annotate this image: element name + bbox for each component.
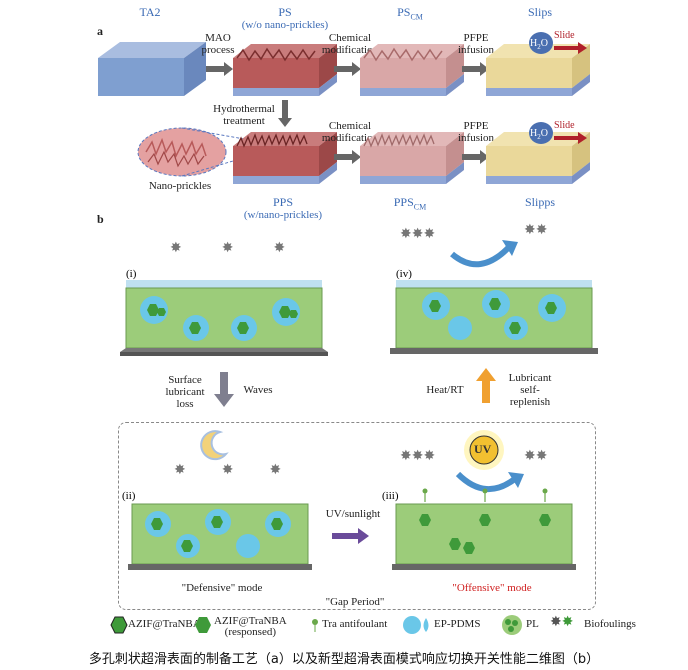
label-ps: PS (w/o nano-prickles) xyxy=(230,6,340,32)
legend-azif-label: AZIF@TraNBA xyxy=(128,618,201,630)
nano-prickles-label: Nano-prickles xyxy=(148,180,212,192)
water-drop-1 xyxy=(529,32,553,54)
h2o-o: O xyxy=(540,38,548,49)
label-pscm: PSCM xyxy=(375,6,445,23)
label-replenish: Lubricant self- replenish xyxy=(508,372,552,408)
label-ta2: TA2 xyxy=(139,5,161,19)
h2o-h: H xyxy=(530,38,538,49)
label-pps: PPS (w/nano-prickles) xyxy=(228,196,338,222)
legend-azif-icon xyxy=(110,616,128,634)
panel-b-letter: b xyxy=(97,212,104,226)
arrow-hydro xyxy=(278,100,292,127)
label-slipps: Slipps xyxy=(524,195,555,209)
arrow-uv xyxy=(332,528,369,544)
stage-ii-coating xyxy=(128,503,312,570)
stage-iii-repel-arrow xyxy=(455,471,524,493)
arrow-up-iv xyxy=(476,368,496,403)
legend-tra-icon xyxy=(312,619,318,632)
legend-epdms-icon xyxy=(403,616,429,634)
legend-bio-label: Biofoulings xyxy=(584,618,636,630)
legend-tra-label: Tra antifoulant xyxy=(322,618,388,630)
label-hydro: Hydrothermal treatment xyxy=(213,103,275,127)
h2o-o-2: O xyxy=(540,128,548,139)
ppscm-block xyxy=(360,132,464,184)
offensive-label: "Offensive" mode xyxy=(452,582,532,594)
nano-prickles-ellipse xyxy=(137,127,227,177)
slide-label-2: Slide xyxy=(554,120,575,131)
stage-i-coating xyxy=(120,280,328,356)
slide-arrow-2 xyxy=(554,132,587,144)
label-surface-loss: Surface lubricant loss xyxy=(165,374,205,410)
biofouling-cluster-iv: ✸✸✸ xyxy=(400,227,436,242)
label-heat: Heat/RT xyxy=(426,384,464,396)
slide-arrow-1 xyxy=(554,42,587,54)
label-ps-sub: (w/o nano-prickles) xyxy=(241,19,329,31)
arrow-pfpe2 xyxy=(462,150,489,164)
pscm-block xyxy=(360,44,464,96)
uv-badge: UV xyxy=(474,442,492,456)
label-pfpe1: PFPE infusion xyxy=(457,32,495,56)
label-pps-sub: (w/nano-prickles) xyxy=(243,209,323,221)
label-ppscm-sub: CM xyxy=(413,202,427,212)
label-waves: Waves xyxy=(243,384,273,396)
label-pscm-main: PS xyxy=(397,5,411,19)
arrow-pfpe1 xyxy=(462,62,489,76)
gap-period-box xyxy=(118,422,596,610)
h2o-label-1: H2O xyxy=(530,38,548,51)
h2o-h-2: H xyxy=(530,128,538,139)
uv-sun-icon xyxy=(464,430,504,470)
legend: AZIF@TraNBA AZIF@TraNBA (responsed) Tra … xyxy=(108,614,668,642)
legend-azif-resp-label: AZIF@TraNBA (responsed) xyxy=(214,615,287,638)
h2o-sub: 2 xyxy=(537,43,541,51)
slide-label-1: Slide xyxy=(554,30,575,41)
stage-ii-label: (ii) xyxy=(122,490,136,502)
label-pfpe2: PFPE infusion xyxy=(457,120,495,144)
label-ppscm: PPSCM xyxy=(375,196,445,213)
stage-i-label: (i) xyxy=(126,268,137,280)
arrow-chem2 xyxy=(334,150,361,164)
biofouling-cluster-i: ✸✸✸ xyxy=(170,241,326,256)
water-drop-2 xyxy=(529,122,553,144)
biofouling-cluster-iii-b: ✸✸ xyxy=(524,449,548,464)
panel-a-letter: a xyxy=(97,24,103,38)
label-uv: UV/sunlight xyxy=(325,508,381,520)
label-ppscm-main: PPS xyxy=(393,195,414,209)
defensive-label: "Defensive" mode xyxy=(181,582,263,594)
gap-period-label: "Gap Period" xyxy=(325,596,385,608)
h2o-sub-2: 2 xyxy=(537,133,541,141)
biofouling-cluster-iii: ✸✸✸ xyxy=(400,449,436,464)
h2o-label-2: H2O xyxy=(530,128,548,141)
legend-pl-label: PL xyxy=(526,618,539,630)
ta2-block xyxy=(98,42,206,96)
label-mao: MAO process xyxy=(201,32,235,56)
label-pscm-sub: CM xyxy=(410,12,423,22)
arrow-down-ii xyxy=(214,372,234,407)
arrow-mao xyxy=(206,62,233,76)
label-pps-main: PPS xyxy=(272,195,294,209)
legend-epdms-label: EP-PDMS xyxy=(434,618,481,630)
stage-iii-label: (iii) xyxy=(382,490,399,502)
ps-block xyxy=(233,44,337,96)
label-chem2: Chemical modification xyxy=(321,120,379,144)
zoom-lines xyxy=(181,127,251,177)
label-ps-main: PS xyxy=(278,5,292,19)
pps-block xyxy=(233,132,337,184)
stage-iv-coating xyxy=(390,280,598,354)
biofouling-cluster-iv-b: ✸✸ xyxy=(524,223,548,238)
label-slips: Slips xyxy=(527,5,552,19)
legend-pl-icon xyxy=(502,615,522,635)
stage-iv-repel-arrow xyxy=(450,240,518,268)
arrow-chem1 xyxy=(334,62,361,76)
legend-azif-resp-icon xyxy=(195,617,211,633)
stage-iii-coating xyxy=(392,488,576,570)
moon-icon xyxy=(200,430,229,461)
legend-bio-icon: ✸✸ xyxy=(550,615,574,630)
stage-iv-label: (iv) xyxy=(396,268,412,280)
label-chem1: Chemical modification xyxy=(321,32,379,56)
biofouling-cluster-ii: ✸✸✸ xyxy=(174,463,318,478)
figure-caption: 多孔刺状超滑表面的制备工艺（a）以及新型超滑表面模式响应切换开关性能二维图（b） xyxy=(88,652,600,667)
